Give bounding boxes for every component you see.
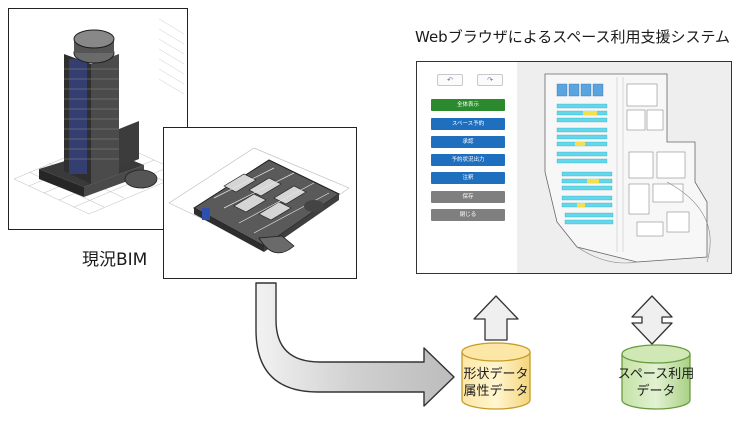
export-arrow	[255, 282, 455, 407]
floor-plan-map[interactable]	[517, 62, 731, 273]
approve-button[interactable]: 承認	[431, 136, 505, 148]
undo-icon[interactable]: ↶	[437, 74, 463, 86]
upload-arrow	[473, 295, 519, 341]
shape-attribute-database	[461, 342, 531, 410]
redo-icon[interactable]: ↷	[477, 74, 503, 86]
shape-db-line1: 形状データ	[463, 367, 529, 382]
space-db-line1: スペース利用	[617, 367, 695, 382]
tower-bim-image	[13, 18, 185, 215]
space-db-line2: データ	[636, 384, 676, 399]
annotation-button[interactable]: 注釈	[431, 172, 505, 184]
show-all-button[interactable]: 全体表示	[431, 99, 505, 111]
floor-plan-3d-image	[168, 147, 350, 254]
space-usage-database	[621, 344, 691, 410]
close-button[interactable]: 閉じる	[431, 209, 505, 221]
web-system-title: Webブラウザによるスペース利用支援システム	[415, 28, 731, 46]
shape-db-label: 形状データ 属性データ	[460, 366, 532, 400]
web-ui-screenshot: ↶ ↷ 全体表示 スペース予約 承認 予約状況出力 注釈 保存 閉じる	[416, 61, 732, 274]
tower-bim-panel	[8, 8, 188, 230]
bim-label: 現況BIM	[82, 250, 148, 270]
sync-arrow	[631, 295, 673, 345]
floor-bim-panel	[163, 127, 357, 279]
space-reserve-button[interactable]: スペース予約	[431, 118, 505, 130]
save-button[interactable]: 保存	[431, 191, 505, 203]
reservation-output-button[interactable]: 予約状況出力	[431, 154, 505, 166]
space-db-label: スペース利用 データ	[616, 366, 696, 400]
shape-db-line2: 属性データ	[463, 384, 529, 399]
